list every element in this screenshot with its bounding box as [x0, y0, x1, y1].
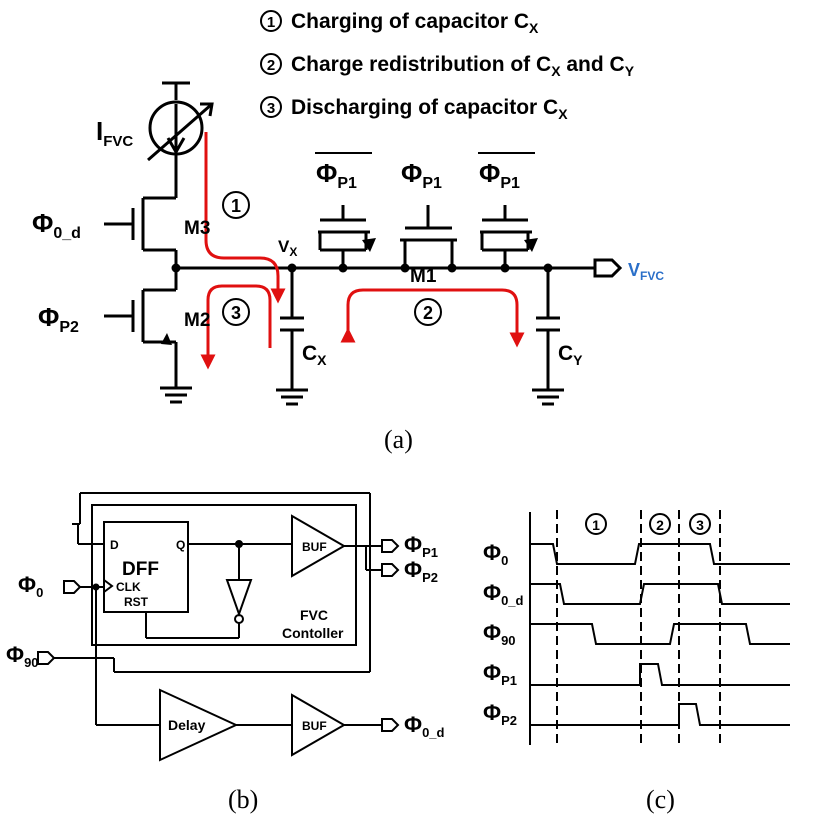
fvc-controller-box — [91, 504, 357, 646]
q-pin-label: Q — [176, 538, 185, 552]
vx-label: VX — [278, 237, 297, 259]
svg-text:Charge redistribution of CX an: Charge redistribution of CX and CY — [291, 53, 635, 79]
timing-label-phi-0d: Φ0_d — [483, 580, 524, 608]
timing-panel-c: 1 2 3 Φ0 Φ0_d Φ90 ΦP1 ΦP2 (c) — [483, 510, 790, 814]
ifvc-label: IFVC — [96, 116, 133, 150]
phi-p1-bar-right-label: ΦP1 — [479, 158, 520, 192]
buf-top-label: BUF — [302, 540, 327, 554]
phi-p2-output-label: ΦP2 — [404, 557, 438, 585]
phase-3-marker: 3 — [696, 517, 704, 533]
waveform-phi-90 — [530, 623, 790, 645]
phase-2-marker: 2 — [656, 517, 664, 533]
svg-text:Discharging of capacitor CX: Discharging of capacitor CX — [291, 96, 568, 122]
circuit-panel-a — [104, 81, 623, 406]
caption-a: (a) — [384, 425, 413, 454]
phi-0d-label: Φ0_d — [32, 208, 81, 242]
phase-1-marker: 1 — [592, 517, 600, 533]
d-pin-label: D — [110, 538, 119, 552]
buf-bottom-label: BUF — [302, 719, 327, 733]
waveform-phi-0d — [530, 583, 790, 605]
rst-pin-label: RST — [124, 595, 149, 609]
fvc-controller-label-1: FVC — [300, 607, 328, 623]
m3-label: M3 — [184, 218, 210, 239]
controller-panel-b — [37, 492, 400, 762]
timing-label-phi-0: Φ0 — [483, 540, 508, 568]
buf-top-block — [291, 514, 347, 578]
vfvc-label: VFVC — [628, 260, 664, 283]
delay-label: Delay — [168, 717, 206, 733]
phi-0-input-label: Φ0 — [18, 572, 43, 600]
waveform-phi-p1 — [530, 663, 790, 686]
legend: 1 Charging of capacitor CX 2 Charge redi… — [260, 10, 635, 122]
legend-num-2: 2 — [267, 57, 275, 74]
timing-label-phi-p1: ΦP1 — [483, 660, 517, 688]
cy-label: CY — [558, 342, 583, 368]
m2-label: M2 — [184, 310, 210, 331]
timing-label-phi-p2: ΦP2 — [483, 700, 517, 728]
caption-b: (b) — [228, 785, 258, 814]
step-1-marker: 1 — [231, 196, 241, 216]
legend-num-3: 3 — [267, 100, 275, 117]
legend-item-redistribution: 2 Charge redistribution of CX and CY — [260, 53, 635, 79]
legend-text-3: Discharging of capacitor C — [291, 96, 558, 119]
delay-block — [159, 688, 239, 762]
waveform-phi-p2 — [530, 703, 790, 726]
phi-p1-bar-left-label: ΦP1 — [316, 158, 357, 192]
waveform-phi-0 — [530, 543, 790, 565]
phi-p2-label: ΦP2 — [38, 302, 79, 336]
phi-90-input-label: Φ90 — [6, 642, 39, 670]
legend-item-discharging: 3 Discharging of capacitor CX — [260, 96, 568, 122]
legend-num-1: 1 — [267, 14, 275, 31]
dff-label: DFF — [122, 559, 159, 580]
phi-p1-output-label: ΦP1 — [404, 532, 438, 560]
caption-c: (c) — [646, 785, 675, 814]
step-3-marker: 3 — [231, 303, 241, 323]
phi-p1-label: ΦP1 — [401, 158, 442, 192]
svg-text:Charging of capacitor CX: Charging of capacitor CX — [291, 10, 539, 36]
m1-label: M1 — [410, 266, 437, 287]
output-port-icon — [593, 258, 623, 278]
legend-text-1: Charging of capacitor C — [291, 10, 529, 33]
fvc-controller-label-2: Contoller — [282, 625, 344, 641]
legend-item-charging: 1 Charging of capacitor CX — [260, 10, 539, 36]
cx-label: CX — [302, 342, 327, 368]
current-flow-arrows — [200, 132, 525, 370]
phi-0d-output-label: Φ0_d — [404, 712, 445, 740]
step-2-marker: 2 — [423, 303, 433, 323]
clk-pin-label: CLK — [116, 580, 141, 594]
timing-label-phi-90: Φ90 — [483, 620, 516, 648]
legend-text-2: Charge redistribution of C — [291, 53, 551, 76]
buf-bottom-block — [291, 693, 347, 757]
